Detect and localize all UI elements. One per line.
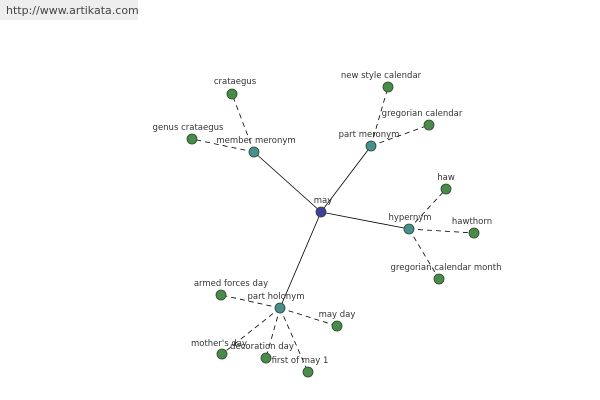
node-label-leaf: hawthorn [452,217,492,227]
node-label-leaf: genus crataegus [153,123,224,133]
node-label-leaf: decoration day [230,342,294,352]
node-root-may[interactable] [315,206,327,218]
node-leaf[interactable] [215,289,227,301]
edge-hypernym-leaf [408,228,440,280]
site-url[interactable]: http://www.artikata.com [6,4,139,17]
edge-root-part-holonym [279,211,322,309]
edge-part-holonym-leaf [221,307,281,355]
node-label-part-holonym: part holonym [248,292,305,302]
node-relation-part-holonym[interactable] [274,302,286,314]
node-label-leaf: crataegus [214,77,257,87]
node-label-hypernym: hypernym [388,213,431,223]
edge-part-holonym-leaf [279,307,338,327]
node-label-leaf: may day [319,310,356,320]
node-label-member-meronym: member meronym [216,136,295,146]
node-label-leaf: gregorian calendar month [391,263,502,273]
edge-part-holonym-leaf [220,294,281,309]
node-label-leaf: first of may 1 [272,356,329,366]
node-leaf[interactable] [468,227,480,239]
edge-member-meronym-leaf [231,93,255,153]
node-relation-part-meronym[interactable] [365,140,377,152]
url-banner: http://www.artikata.com [0,0,139,20]
edge-root-part-meronym [320,145,372,213]
edge-part-meronym-leaf [370,86,389,147]
edge-hypernym-leaf [408,188,447,230]
node-label-part-meronym: part meronym [339,130,400,140]
edge-root-member-meronym [253,151,322,213]
node-label-leaf: armed forces day [194,279,268,289]
node-leaf[interactable] [423,119,435,131]
node-leaf[interactable] [216,348,228,360]
edge-root-hypernym [320,211,410,230]
node-relation-member-meronym[interactable] [248,146,260,158]
node-leaf[interactable] [186,133,198,145]
node-label-leaf: new style calendar [341,71,422,81]
node-leaf[interactable] [440,183,452,195]
node-leaf[interactable] [382,81,394,93]
node-leaf[interactable] [433,273,445,285]
edge-member-meronym-leaf [191,138,255,153]
node-relation-hypernym[interactable] [403,223,415,235]
node-label-may: may [314,196,333,206]
node-leaf[interactable] [226,88,238,100]
node-leaf[interactable] [302,366,314,378]
edge-hypernym-leaf [408,228,475,234]
edge-part-holonym-leaf [279,307,309,373]
node-leaf[interactable] [260,352,272,364]
node-label-leaf: gregorian calendar [382,109,463,119]
edge-part-meronym-leaf [370,124,430,147]
node-label-leaf: haw [437,173,455,183]
node-leaf[interactable] [331,320,343,332]
node-label-leaf: mother's day [191,339,247,349]
